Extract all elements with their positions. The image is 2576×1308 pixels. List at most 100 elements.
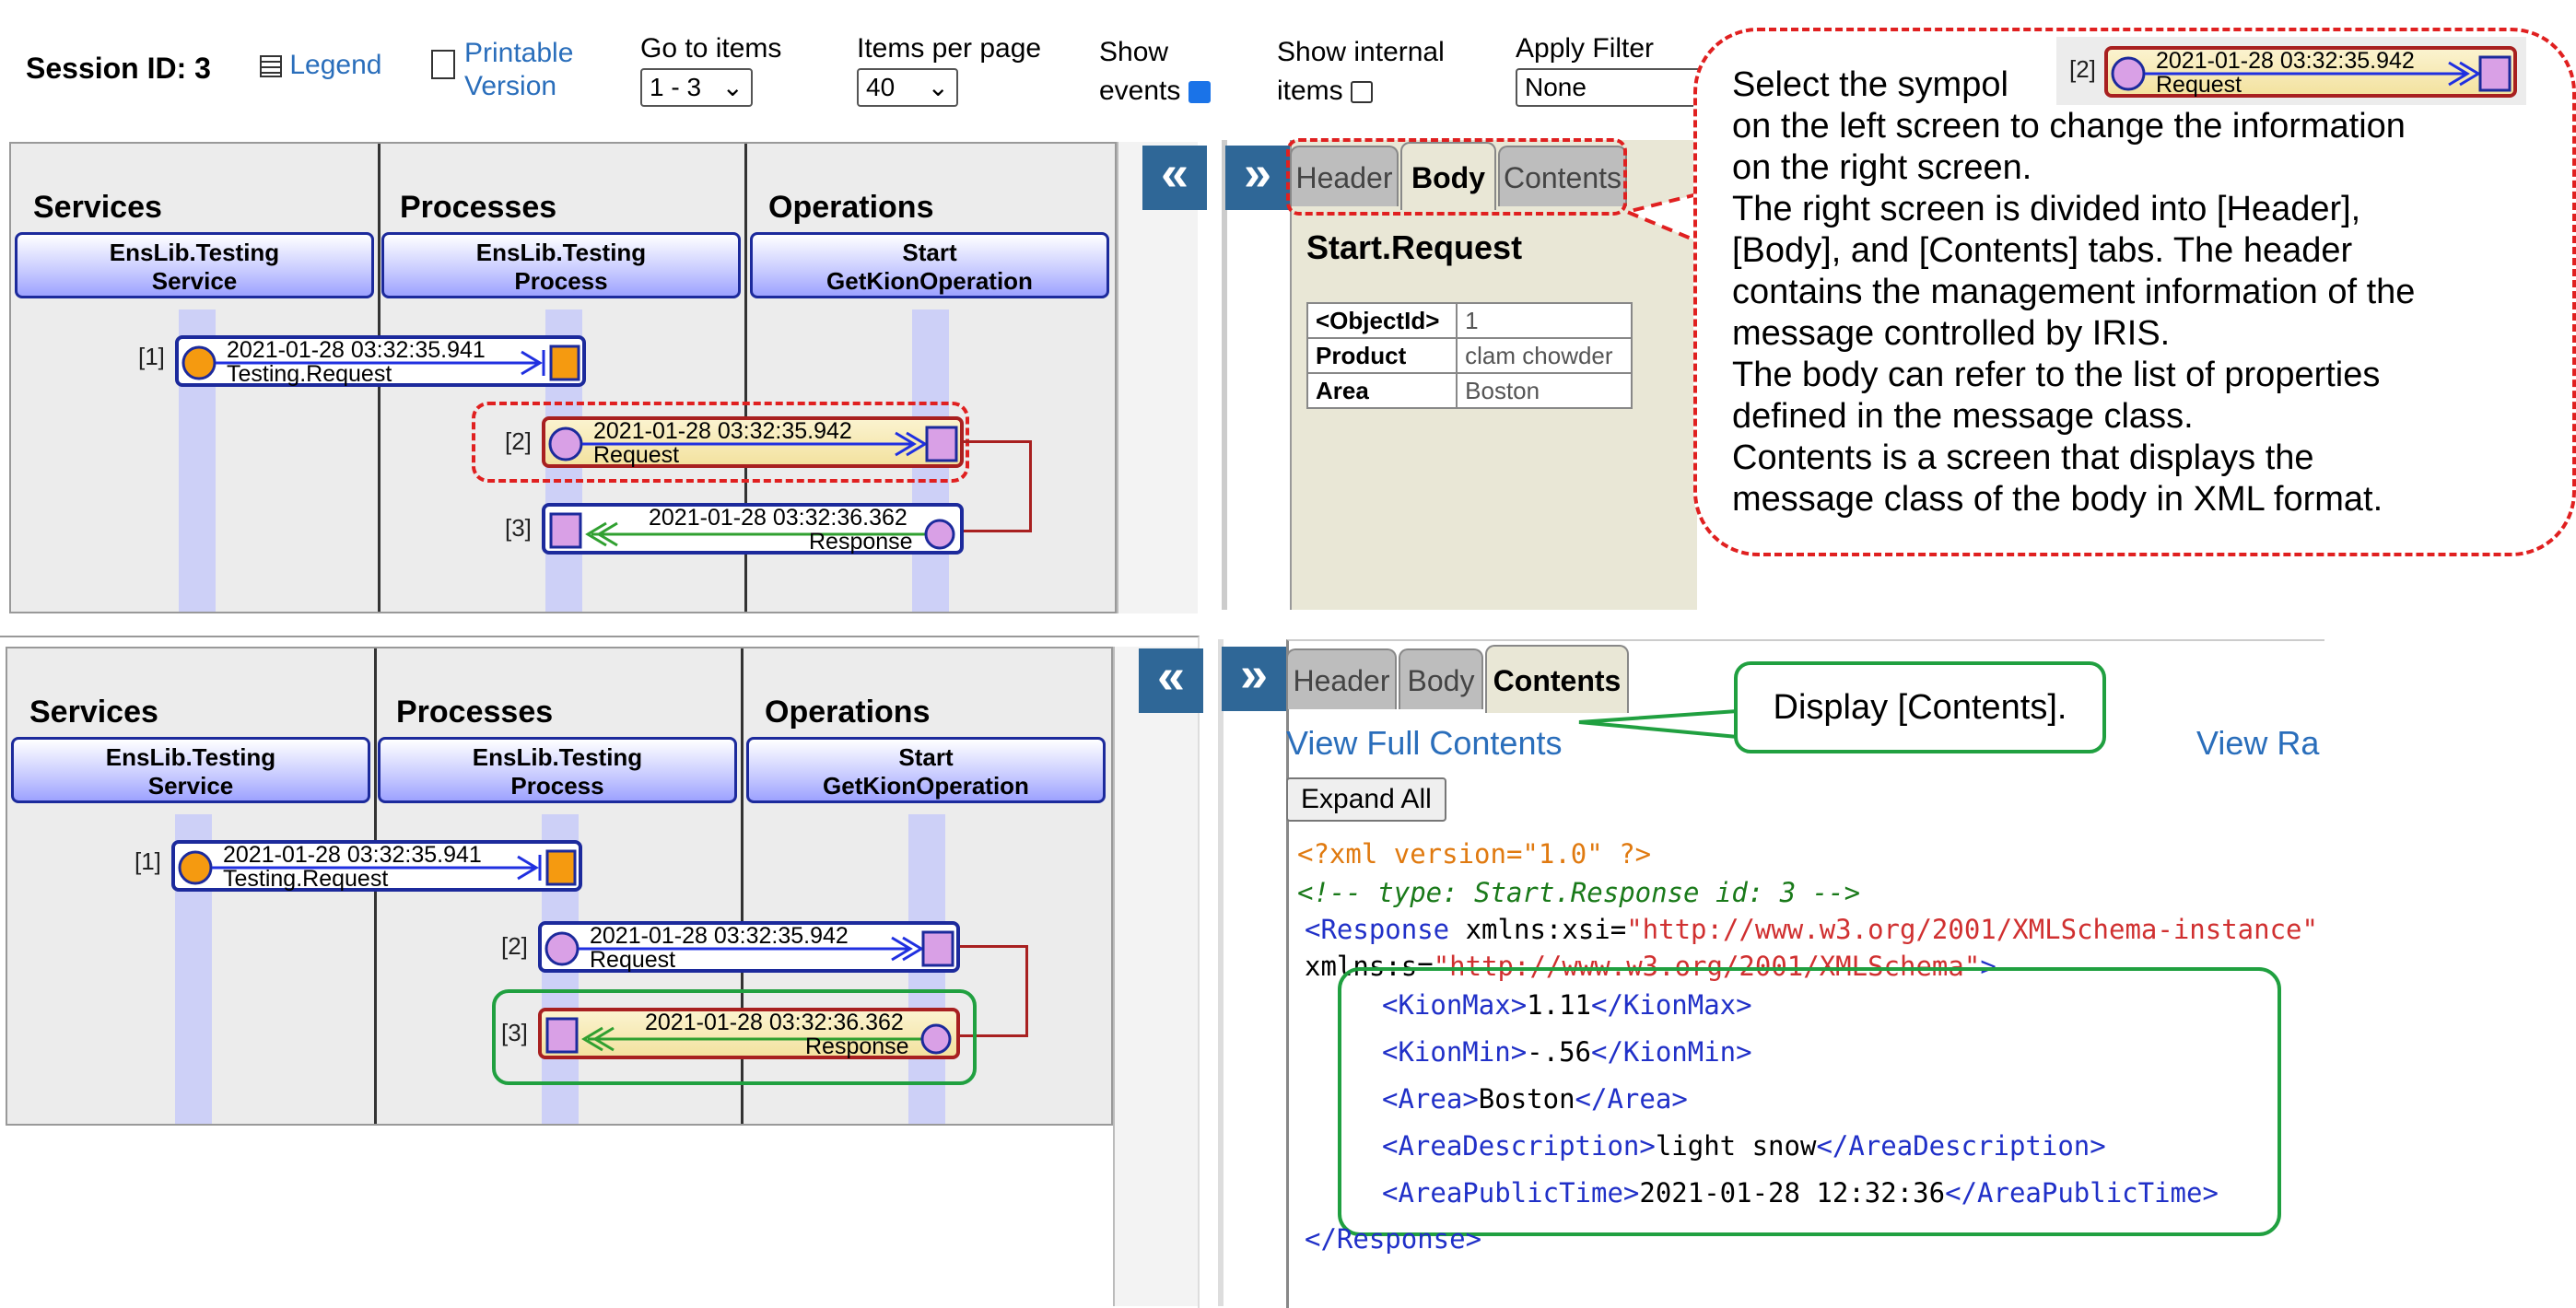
tab-body[interactable]: Body: [1400, 142, 1496, 210]
goto-label: Go to items: [640, 33, 782, 64]
printable-line1: Printable: [464, 38, 574, 68]
contents-highlight: [1338, 967, 2281, 1236]
callout-text: Select the sympol on the left screen to …: [1732, 65, 2416, 519]
goto-select[interactable]: 1 - 3 ⌄: [640, 68, 753, 107]
column-processes: Processes: [396, 695, 554, 730]
legend-label: Legend: [289, 50, 382, 80]
message-3[interactable]: 2021-01-28 03:32:36.362 Response: [538, 1008, 960, 1059]
xml-root-open: <Response xmlns:xsi="http://www.w3.org/2…: [1305, 914, 2318, 945]
bottom-diagram: Services Processes Operations EnsLib.Tes…: [6, 647, 1113, 1126]
tab-contents[interactable]: Contents: [1498, 146, 1627, 206]
collapse-left-button[interactable]: «: [1139, 648, 1203, 713]
show-internal-line2: items: [1277, 76, 1343, 106]
show-internal-control: Show internal items: [1277, 33, 1445, 111]
response-link: [960, 945, 1028, 1037]
column-services: Services: [29, 695, 158, 730]
tab-contents[interactable]: Contents: [1485, 645, 1629, 713]
message-index: [2]: [505, 427, 532, 455]
legend-icon: [260, 55, 282, 78]
message-name: Response: [809, 529, 913, 555]
message-index: [2]: [501, 932, 528, 960]
chevron-down-icon: ⌄: [721, 73, 744, 101]
session-id: Session ID: 3: [26, 52, 211, 85]
show-events-checkbox[interactable]: [1188, 81, 1211, 104]
response-link: [964, 440, 1032, 532]
tab-header[interactable]: Header: [1286, 648, 1397, 709]
message-1[interactable]: 2021-01-28 03:32:35.941 Testing.Request: [171, 840, 582, 892]
message-name: Request: [593, 442, 680, 468]
message-arrow: [181, 345, 580, 381]
message-arrow: [548, 426, 958, 462]
filter-label: Apply Filter: [1516, 33, 1655, 64]
message-index: [1]: [135, 847, 161, 875]
message-title: Start.Request: [1306, 228, 1523, 266]
view-raw-link[interactable]: View Ra: [2196, 724, 2320, 762]
contents-callout: Display [Contents].: [1734, 661, 2106, 753]
contents-callout-pointer: [1578, 709, 1739, 739]
message-name: Testing.Request: [227, 361, 392, 387]
show-internal-checkbox[interactable]: [1351, 81, 1374, 104]
expand-all-button[interactable]: Expand All: [1286, 777, 1446, 822]
column-operations: Operations: [765, 695, 931, 730]
per-page-label: Items per page: [857, 33, 1042, 64]
per-page-value: 40: [866, 73, 896, 101]
top-diagram: Services Processes Operations EnsLib.Tes…: [9, 142, 1117, 613]
expand-right-button[interactable]: »: [1225, 146, 1290, 210]
tab-header[interactable]: Header: [1290, 146, 1399, 206]
column-operations: Operations: [768, 190, 934, 225]
message-time: 2021-01-28 03:32:35.941: [227, 337, 486, 363]
printable-version-link[interactable]: Printable Version: [464, 37, 573, 103]
callout-message-thumb: 2021-01-28 03:32:35.942 Request: [2104, 46, 2517, 98]
selection-highlight: [492, 989, 977, 1085]
message-time: 2021-01-28 03:32:36.362: [649, 505, 907, 531]
show-events-line1: Show: [1099, 37, 1169, 67]
column-processes: Processes: [400, 190, 557, 225]
per-page-select[interactable]: 40 ⌄: [857, 68, 958, 107]
message-index: [1]: [138, 343, 165, 370]
view-full-contents-link[interactable]: View Full Contents: [1286, 724, 1563, 762]
message-2[interactable]: 2021-01-28 03:32:35.942 Request: [542, 416, 964, 468]
message-3[interactable]: 2021-01-28 03:32:36.362 Response: [542, 503, 964, 555]
info-callout: [1693, 28, 2576, 556]
goto-value: 1 - 3: [650, 73, 702, 101]
message-1[interactable]: 2021-01-28 03:32:35.941 Testing.Request: [175, 335, 586, 387]
thumb-index: [2]: [2069, 55, 2096, 83]
tab-body[interactable]: Body: [1399, 648, 1483, 709]
xml-comment: <!-- type: Start.Response id: 3 -->: [1297, 877, 1861, 908]
tabs-highlight: [1286, 138, 1627, 216]
expand-right-button[interactable]: »: [1222, 647, 1286, 711]
xml-root-attr: xmlns:s="http://www.w3.org/2001/XMLSchem…: [1305, 951, 1996, 982]
document-icon: [431, 50, 455, 79]
message-index: [3]: [501, 1019, 528, 1046]
xml-field: <KionMax>1.11</KionMax>: [1382, 989, 1752, 1021]
legend-link[interactable]: Legend: [260, 50, 381, 81]
xml-declaration: <?xml version="1.0" ?>: [1297, 838, 1652, 870]
xml-field: <Area>Boston</Area>: [1382, 1083, 1688, 1115]
chevron-down-icon: ⌄: [927, 73, 949, 101]
message-time: 2021-01-28 03:32:35.942: [593, 418, 852, 444]
message-arrow: [549, 512, 955, 550]
collapse-left-button[interactable]: «: [1142, 146, 1207, 210]
message-2[interactable]: 2021-01-28 03:32:35.942 Request: [538, 921, 960, 973]
show-events-control: Show events: [1099, 33, 1211, 111]
xml-field: <KionMin>-.56</KionMin>: [1382, 1036, 1752, 1068]
top-scroll-gutter: [1117, 142, 1198, 613]
printable-line2: Version: [464, 71, 557, 101]
xml-root-close: </Response>: [1305, 1223, 1482, 1255]
message-index: [3]: [505, 514, 532, 542]
column-services: Services: [33, 190, 162, 225]
filter-value: None: [1525, 73, 1587, 101]
xml-field: <AreaDescription>light snow</AreaDescrip…: [1382, 1130, 2106, 1162]
xml-field: <AreaPublicTime>2021-01-28 12:32:36</Are…: [1382, 1177, 2219, 1209]
show-internal-line1: Show internal: [1277, 37, 1445, 67]
table-row: <ObjectId>1: [1306, 302, 1633, 339]
